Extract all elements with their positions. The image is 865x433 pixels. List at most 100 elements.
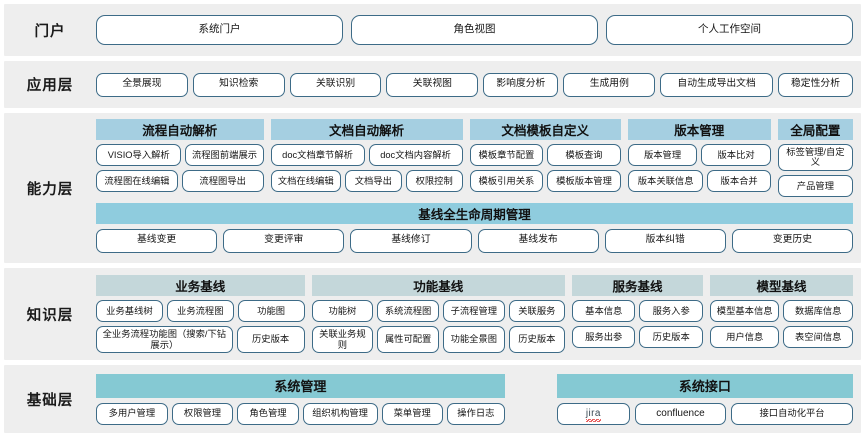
- foundation-groups: 系统管理 多用户管理 权限管理 角色管理 组织机构管理 菜单管理 操作日志 系统…: [96, 373, 853, 425]
- fd-api-automation-platform[interactable]: 接口自动化平台: [731, 402, 853, 425]
- cap-flowchart-export[interactable]: 流程图导出: [181, 170, 264, 192]
- lifecycle-version-correction[interactable]: 版本纠错: [604, 228, 726, 253]
- group-title-service-baseline: 服务基线: [572, 275, 703, 297]
- layer-body-foundation: 系统管理 多用户管理 权限管理 角色管理 组织机构管理 菜单管理 操作日志 系统…: [96, 365, 861, 433]
- cap-doc-content-parse[interactable]: doc文档内容解析: [368, 144, 463, 166]
- cap-template-chapter-config[interactable]: 模板章节配置: [469, 144, 544, 166]
- cap-version-merge[interactable]: 版本合并: [707, 170, 771, 192]
- layer-body-application: 全景展现 知识检索 关联识别 关联视图 影响度分析 生成用例 自动生成导出文档 …: [96, 61, 861, 108]
- kn-attribute-configurable[interactable]: 属性可配置: [377, 326, 439, 353]
- knowledge-group-function-baseline: 功能基线 功能树 系统流程图 子流程管理 关联服务 关联业务规则 属性可配置 功…: [311, 275, 566, 353]
- group-title-business-baseline: 业务基线: [96, 275, 305, 297]
- layer-label-portal: 门户: [34, 23, 66, 40]
- capability-group-doc-parse: 文档自动解析 doc文档章节解析 doc文档内容解析 文档在线编辑 文档导出 权…: [270, 119, 463, 192]
- lifecycle-change-history[interactable]: 变更历史: [731, 228, 854, 253]
- layer-label-knowledge: 知识层: [26, 307, 74, 324]
- fd-menu-mgmt[interactable]: 菜单管理: [381, 402, 443, 425]
- cap-template-query[interactable]: 模板查询: [547, 144, 621, 166]
- lifecycle-change-review[interactable]: 变更评审: [223, 228, 345, 253]
- layer-label-capability: 能力层: [26, 181, 74, 198]
- layer-foundation: 基础层 系统管理 多用户管理 权限管理 角色管理 组织机构管理 菜单管理 操作日…: [4, 365, 861, 433]
- group-title-baseline-lifecycle: 基线全生命周期管理: [96, 202, 853, 224]
- fd-role-mgmt[interactable]: 角色管理: [237, 402, 299, 425]
- kn-database-info[interactable]: 数据库信息: [783, 300, 854, 323]
- kn-related-service[interactable]: 关联服务: [508, 300, 566, 323]
- group-title-doc-parse: 文档自动解析: [270, 119, 463, 140]
- cap-permission-control[interactable]: 权限控制: [405, 170, 463, 192]
- capability-group-doc-template: 文档模板自定义 模板章节配置 模板查询 模板引用关系 模板版本管理: [469, 119, 621, 192]
- kn-model-basic-info[interactable]: 模型基本信息: [709, 300, 780, 323]
- capability-group-process-parse: 流程自动解析 VISIO导入解析 流程图前端展示 流程图在线编辑 流程图导出: [96, 119, 264, 192]
- app-item-relation-view[interactable]: 关联视图: [386, 72, 479, 97]
- kn-user-info[interactable]: 用户信息: [709, 326, 780, 349]
- kn-system-flowchart[interactable]: 系统流程图: [377, 300, 439, 323]
- app-item-panorama[interactable]: 全景展现: [96, 72, 188, 97]
- capability-group-version-mgmt: 版本管理 版本管理 版本比对 版本关联信息 版本合并: [627, 119, 771, 192]
- app-item-knowledge-search[interactable]: 知识检索: [192, 72, 285, 97]
- kn-function-diagram[interactable]: 功能图: [237, 300, 305, 323]
- fd-org-structure-mgmt[interactable]: 组织机构管理: [302, 402, 378, 425]
- cap-tag-mgmt-custom[interactable]: 标签管理/自定义: [777, 144, 853, 171]
- kn-service-basic-info[interactable]: 基本信息: [572, 300, 636, 323]
- lifecycle-baseline-revise[interactable]: 基线修订: [350, 228, 472, 253]
- cap-doc-export[interactable]: 文档导出: [344, 170, 402, 192]
- knowledge-group-model-baseline: 模型基线 模型基本信息 数据库信息 用户信息 表空间信息: [709, 275, 854, 349]
- capability-lifecycle-group: 基线全生命周期管理 基线变更 变更评审 基线修订 基线发布 版本纠错 变更历史: [96, 202, 854, 253]
- kn-service-output-param[interactable]: 服务出参: [572, 326, 636, 349]
- lifecycle-baseline-publish[interactable]: 基线发布: [477, 228, 599, 253]
- app-item-generate-usecase[interactable]: 生成用例: [563, 72, 656, 97]
- kn-related-business-rule[interactable]: 关联业务规则: [311, 326, 374, 353]
- kn-function-history-version[interactable]: 历史版本: [508, 326, 566, 353]
- kn-business-flowchart[interactable]: 业务流程图: [166, 300, 234, 323]
- layer-body-knowledge: 业务基线 业务基线树 业务流程图 功能图 全业务流程功能图（搜索/下钻展示） 历…: [96, 268, 861, 360]
- layer-portal: 门户 系统门户 角色视图 个人工作空间: [4, 4, 861, 56]
- kn-function-panorama[interactable]: 功能全景图: [442, 326, 505, 353]
- layer-label-foundation: 基础层: [26, 392, 74, 409]
- layer-knowledge: 知识层 业务基线 业务基线树 业务流程图 功能图 全业务流程功能图（搜索/下钻展…: [4, 268, 861, 360]
- group-title-process-parse: 流程自动解析: [96, 119, 264, 140]
- layer-body-portal: 系统门户 角色视图 个人工作空间: [96, 4, 861, 56]
- kn-tablespace-info[interactable]: 表空间信息: [783, 326, 854, 349]
- fd-confluence-link[interactable]: confluence: [634, 402, 727, 425]
- kn-service-input-param[interactable]: 服务入参: [639, 300, 703, 323]
- kn-service-history-version[interactable]: 历史版本: [639, 326, 703, 349]
- group-title-model-baseline: 模型基线: [709, 275, 853, 297]
- cap-visio-import-parse[interactable]: VISIO导入解析: [96, 144, 182, 166]
- kn-function-tree[interactable]: 功能树: [311, 300, 374, 323]
- portal-item-personal-workspace[interactable]: 个人工作空间: [606, 15, 853, 45]
- lifecycle-baseline-change[interactable]: 基线变更: [96, 228, 218, 253]
- fd-jira-link[interactable]: jira: [556, 402, 630, 425]
- capability-group-global-config: 全局配置 标签管理/自定义 产品管理: [777, 119, 853, 197]
- portal-item-role-view[interactable]: 角色视图: [351, 15, 598, 45]
- cap-doc-chapter-parse[interactable]: doc文档章节解析: [270, 144, 365, 166]
- cap-doc-online-edit[interactable]: 文档在线编辑: [270, 170, 341, 192]
- cap-template-reference-relation[interactable]: 模板引用关系: [469, 170, 544, 192]
- cap-version-management[interactable]: 版本管理: [627, 144, 698, 166]
- group-title-version-mgmt: 版本管理: [627, 119, 771, 140]
- cap-template-version-mgmt[interactable]: 模板版本管理: [547, 170, 621, 192]
- app-item-impact-analysis[interactable]: 影响度分析: [483, 72, 559, 97]
- group-title-global-config: 全局配置: [777, 119, 853, 140]
- fd-multi-user-mgmt[interactable]: 多用户管理: [96, 402, 168, 425]
- kn-subprocess-mgmt[interactable]: 子流程管理: [442, 300, 505, 323]
- group-title-system-interface: 系统接口: [556, 373, 853, 398]
- capability-groups: 流程自动解析 VISIO导入解析 流程图前端展示 流程图在线编辑 流程图导出 文…: [96, 119, 853, 197]
- foundation-group-system-interface: 系统接口 jira confluence 接口自动化平台: [556, 373, 853, 425]
- cap-product-mgmt[interactable]: 产品管理: [777, 174, 853, 197]
- spellcheck-underline: jira: [585, 408, 601, 423]
- cap-version-relation-info[interactable]: 版本关联信息: [627, 170, 704, 192]
- kn-business-history-version[interactable]: 历史版本: [236, 326, 305, 353]
- kn-business-baseline-tree[interactable]: 业务基线树: [96, 300, 163, 323]
- cap-flowchart-frontend-display[interactable]: 流程图前端展示: [185, 144, 264, 166]
- kn-all-business-process-function-map[interactable]: 全业务流程功能图（搜索/下钻展示）: [96, 326, 233, 353]
- layer-capability: 能力层 流程自动解析 VISIO导入解析 流程图前端展示 流程图在线编辑 流程图…: [4, 113, 861, 263]
- cap-flowchart-online-edit[interactable]: 流程图在线编辑: [96, 170, 178, 192]
- portal-item-system-portal[interactable]: 系统门户: [96, 15, 343, 45]
- fd-permission-mgmt[interactable]: 权限管理: [171, 402, 234, 425]
- app-item-auto-export-doc[interactable]: 自动生成导出文档: [660, 72, 773, 97]
- cap-version-compare[interactable]: 版本比对: [701, 144, 771, 166]
- app-item-relation-recognition[interactable]: 关联识别: [289, 72, 382, 97]
- app-item-stability-analysis[interactable]: 稳定性分析: [777, 72, 854, 97]
- fd-operation-log[interactable]: 操作日志: [446, 402, 505, 425]
